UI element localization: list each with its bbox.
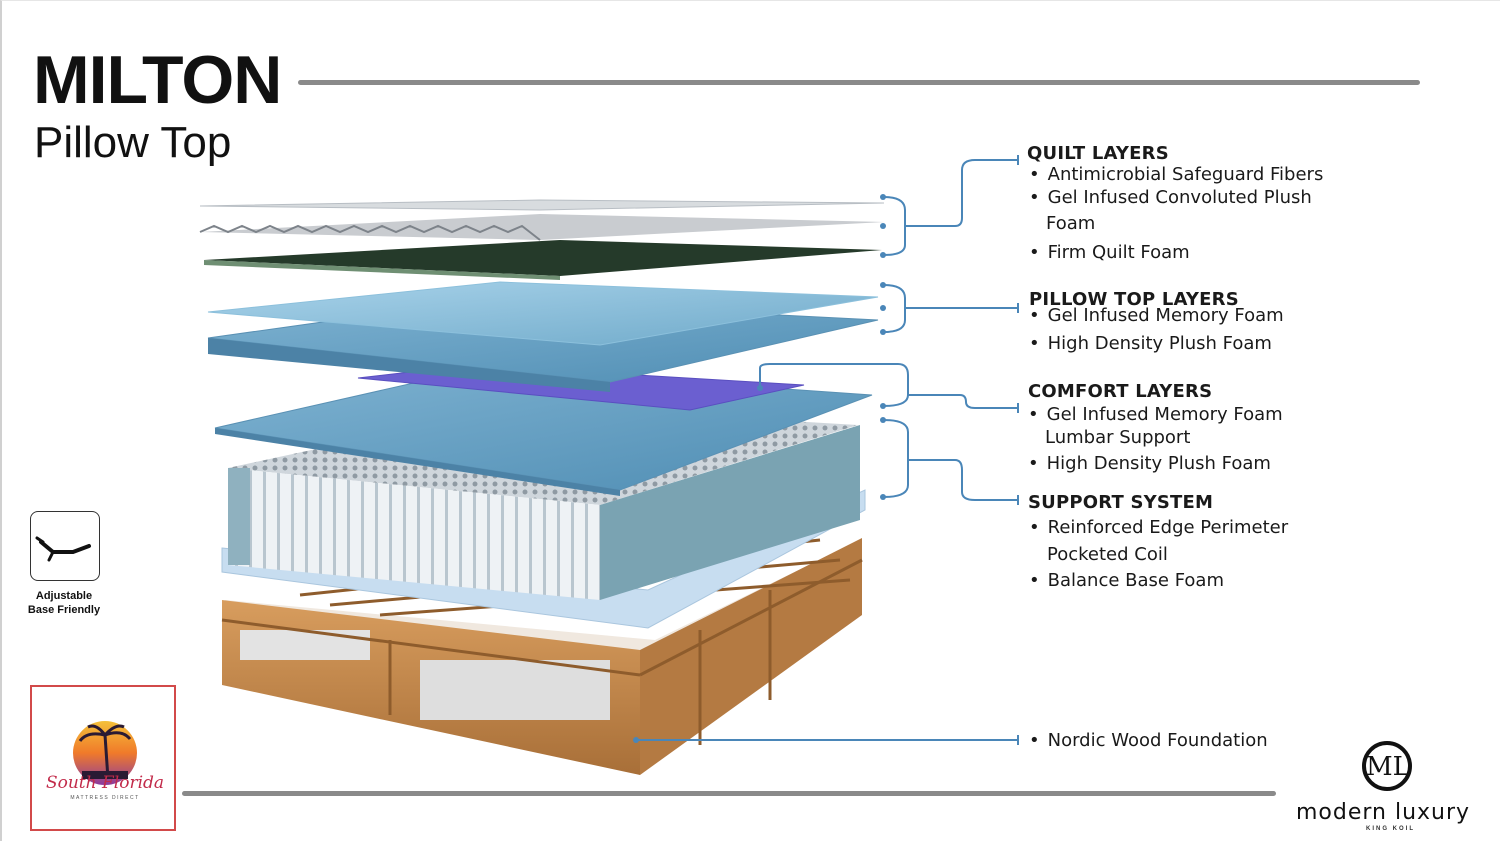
adjustable-base-badge [30,511,100,581]
title-rule [298,80,1420,85]
list-item: •Antimicrobial Safeguard Fibers [1029,164,1324,185]
adjustable-base-label: Adjustable Base Friendly [27,590,101,616]
bottom-rule [182,791,1276,796]
sunset-palm-icon [73,721,137,785]
brand-subtitle: KING KOIL [1366,826,1415,832]
heading-pillow-top-layers: PILLOW TOP LAYERS [1029,289,1239,310]
pillow-gel-memory [207,281,879,346]
quilt-firm-foam [204,240,882,276]
quilt-convoluted-foam [199,214,885,241]
retailer-tagline: MATTRESS DIRECT [70,795,140,801]
heading-support-system: SUPPORT SYSTEM [1028,492,1214,513]
quilt-fibers [199,199,885,211]
wood-foundation [221,538,863,775]
balance-base-foam [221,489,866,629]
list-item-continued: Foam [1046,213,1096,234]
list-item: •High Density Plush Foam [1028,453,1271,474]
list-item: •Gel Infused Memory Foam [1029,305,1284,326]
list-item: •Reinforced Edge Perimeter [1029,517,1289,538]
list-item: •Gel Infused Convoluted Plush [1029,187,1312,208]
list-item: •Balance Base Foam [1029,570,1224,591]
heading-quilt-layers: QUILT LAYERS [1027,143,1169,164]
list-item: •Firm Quilt Foam [1029,242,1190,263]
adjustable-bed-icon [35,536,91,562]
list-item-continued: Pocketed Coil [1047,544,1168,565]
brand-name: modern luxury [1296,800,1471,825]
heading-comfort-layers: COMFORT LAYERS [1028,381,1213,402]
callout-dots [633,194,886,743]
page-subtitle: Pillow Top [34,118,232,167]
list-item: •Gel Infused Memory Foam [1028,404,1283,425]
page-title: MILTON [33,42,282,118]
callout-lines [636,159,1018,741]
list-item-continued: Lumbar Support [1045,427,1191,448]
retailer-name: South Florida [45,773,165,793]
retailer-logo: South Florida MATTRESS DIRECT [30,685,176,831]
list-item: •Nordic Wood Foundation [1029,730,1268,751]
brand-monogram: ML [1362,741,1412,791]
list-item: •High Density Plush Foam [1029,333,1272,354]
